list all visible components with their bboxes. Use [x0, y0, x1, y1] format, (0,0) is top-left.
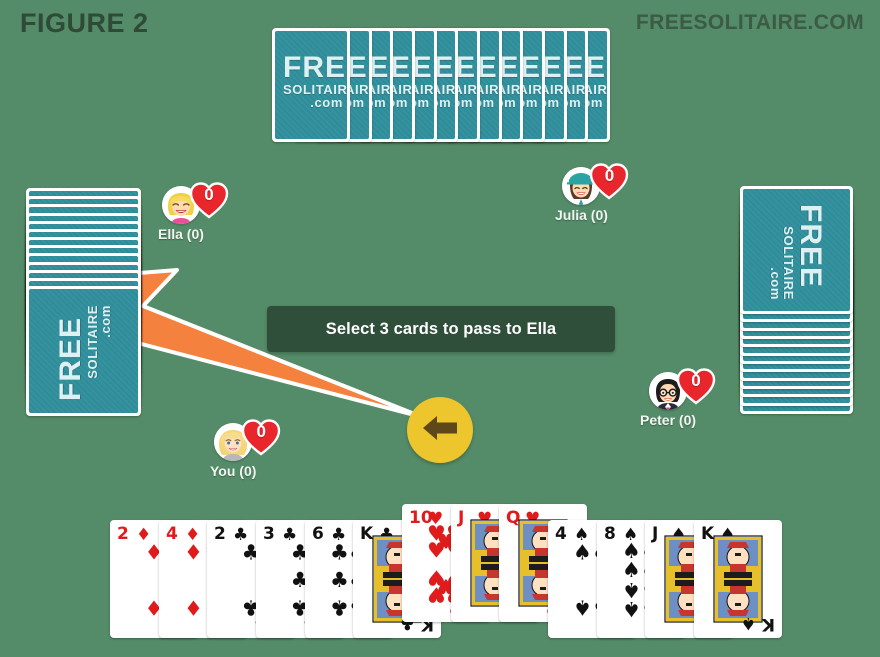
- svg-text:♠: ♠: [573, 595, 592, 619]
- svg-text:♠: ♠: [573, 541, 592, 565]
- card-back-logo-line1: FREE: [53, 316, 87, 401]
- card-back-logo-line2: SOLITAIRE: [780, 226, 796, 300]
- card-back-logo-line1: FREE: [283, 51, 347, 84]
- card-back-logo-line3: .com: [767, 267, 783, 300]
- svg-text:♣: ♣: [330, 541, 349, 565]
- svg-text:♣: ♣: [233, 525, 248, 545]
- playing-card[interactable]: K ♠ K ♠: [694, 520, 782, 638]
- player-ella[interactable]: 0 Ella (0): [158, 182, 229, 242]
- player-name-peter: Peter (0): [640, 412, 697, 428]
- card-back-logo-line2: SOLITAIRE: [283, 82, 347, 97]
- svg-text:J: J: [651, 524, 658, 544]
- brand-watermark: FREESOLITAIRE.COM: [635, 11, 864, 34]
- heart-badge-julia: 0: [588, 160, 630, 200]
- svg-text:♠: ♠: [741, 613, 756, 633]
- opponent-hand-top: FREESOLITAIRE.comFREESOLITAIRE.comFREESO…: [272, 28, 610, 142]
- svg-text:10: 10: [409, 508, 433, 528]
- svg-text:♥: ♥: [428, 509, 443, 529]
- svg-text:6: 6: [312, 524, 324, 544]
- svg-text:4: 4: [555, 524, 567, 544]
- svg-text:♠: ♠: [622, 597, 641, 621]
- figure-label: FIGURE 2: [20, 8, 149, 38]
- svg-text:Q: Q: [506, 508, 520, 528]
- pass-cards-button[interactable]: [407, 397, 473, 463]
- svg-text:K: K: [701, 524, 715, 544]
- card-back-logo-line1: FREE: [793, 204, 827, 289]
- svg-text:♠: ♠: [623, 525, 638, 545]
- card-back-logo-line3: .com: [97, 305, 113, 338]
- card-back-logo-line2: SOLITAIRE: [84, 305, 100, 379]
- opponent-hand-left: FREESOLITAIRE.comFREESOLITAIRE.comFREESO…: [26, 188, 141, 416]
- svg-text:♣: ♣: [330, 568, 349, 592]
- svg-text:♠: ♠: [574, 525, 589, 545]
- arrow-left-icon: [420, 411, 460, 450]
- heart-badge-you: 0: [240, 416, 282, 456]
- svg-text:♠: ♠: [622, 539, 641, 563]
- svg-text:♦: ♦: [185, 525, 200, 545]
- heart-score-julia: 0: [604, 166, 615, 185]
- avatar-julia: [562, 167, 601, 205]
- svg-text:K: K: [761, 614, 775, 634]
- heart-badge-peter: 0: [675, 365, 717, 405]
- player-name-you: You (0): [210, 463, 257, 479]
- heart-score-you: 0: [256, 422, 266, 441]
- player-peter[interactable]: 0 Peter (0): [640, 368, 716, 428]
- svg-text:♠: ♠: [622, 558, 641, 582]
- opponent-hand-right: FREESOLITAIRE.comFREESOLITAIRE.comFREESO…: [740, 186, 853, 414]
- instruction-text: Select 3 cards to pass to Ella: [325, 319, 557, 338]
- player-julia[interactable]: 0 Julia (0): [555, 163, 629, 223]
- player-name-julia: Julia (0): [555, 207, 608, 223]
- svg-text:♥: ♥: [427, 582, 446, 606]
- heart-badge-ella: 0: [188, 179, 230, 219]
- heart-score-ella: 0: [204, 185, 214, 204]
- card-back-logo: FREESOLITAIRE.com: [283, 51, 347, 110]
- svg-text:3: 3: [263, 524, 275, 544]
- svg-text:♦: ♦: [136, 525, 151, 545]
- player-hand[interactable]: 2 ♦ ♦♦ 2 ♦ 4 ♦ ♦♦♦♦ 4 ♦ 2 ♣ ♣♣ 2 ♣ 3 ♣ ♣…: [110, 504, 782, 640]
- svg-text:♠: ♠: [622, 578, 641, 602]
- svg-text:♦: ♦: [184, 595, 203, 619]
- face-down-card[interactable]: FREESOLITAIRE.com: [272, 28, 350, 142]
- svg-text:♦: ♦: [184, 541, 203, 565]
- heart-score-peter: 0: [691, 371, 701, 390]
- svg-text:♣: ♣: [282, 525, 297, 545]
- svg-text:♥: ♥: [427, 522, 446, 546]
- svg-text:♥: ♥: [427, 566, 446, 590]
- svg-text:♣: ♣: [330, 595, 349, 619]
- svg-text:♥: ♥: [427, 538, 446, 562]
- svg-text:2: 2: [214, 524, 226, 544]
- svg-text:♣: ♣: [331, 525, 346, 545]
- player-name-ella: Ella (0): [158, 226, 204, 242]
- instruction-banner: Select 3 cards to pass to Ella: [267, 306, 615, 352]
- svg-text:J: J: [457, 508, 464, 528]
- svg-text:K: K: [360, 524, 374, 544]
- svg-text:4: 4: [166, 524, 178, 544]
- player-you[interactable]: 0 You (0): [210, 419, 281, 479]
- card-back-logo-line3: .com: [310, 95, 343, 110]
- svg-text:8: 8: [604, 524, 616, 544]
- svg-text:2: 2: [117, 524, 129, 544]
